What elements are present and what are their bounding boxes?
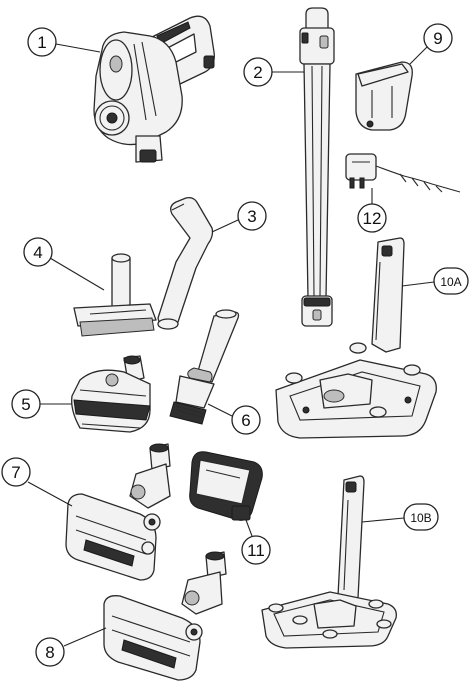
callout-2-label: 2 (253, 63, 262, 82)
part-5-turbo-brush (71, 355, 151, 433)
part-10a-charging-dock (275, 237, 437, 439)
callout-10b: 10B (361, 503, 439, 531)
part-1-main-unit (93, 15, 215, 163)
callout-11-label: 11 (247, 541, 265, 560)
callout-10a: 10A (401, 267, 469, 295)
part-6-dusting-brush (169, 309, 240, 425)
callout-11: 11 (241, 519, 271, 565)
callout-6: 6 (207, 403, 261, 435)
callout-1-label: 1 (37, 33, 46, 52)
callout-5: 5 (11, 389, 72, 419)
callout-10b-label: 10B (410, 511, 431, 525)
callout-10a-label: 10A (440, 275, 461, 289)
callout-8-label: 8 (45, 643, 54, 662)
callout-9-label: 9 (433, 29, 442, 48)
callout-3-label: 3 (247, 207, 256, 226)
part-4-upholstery-tool (73, 253, 157, 337)
callout-5-label: 5 (21, 395, 30, 414)
callout-7-label: 7 (11, 463, 20, 482)
callout-8: 8 (35, 627, 107, 667)
part-7-floor-nozzle (65, 443, 171, 581)
callout-12-label: 12 (363, 209, 382, 228)
callout-9: 9 (409, 23, 453, 65)
callout-4: 4 (23, 237, 105, 291)
part-10b-charging-dock (261, 475, 397, 649)
callout-7: 7 (1, 457, 73, 507)
part-2-extension-wand (299, 7, 335, 327)
part-11-battery (189, 451, 263, 521)
callout-12: 12 (357, 188, 387, 233)
part-8-floor-nozzle (103, 551, 227, 681)
callout-6-label: 6 (241, 411, 250, 430)
callout-4-label: 4 (33, 243, 42, 262)
callout-3: 3 (211, 201, 267, 233)
part-3-bent-tube (157, 196, 214, 330)
callout-2: 2 (243, 57, 304, 87)
callout-1: 1 (27, 27, 101, 57)
part-9-wall-mount (355, 61, 413, 131)
part-12-charger (345, 153, 461, 193)
